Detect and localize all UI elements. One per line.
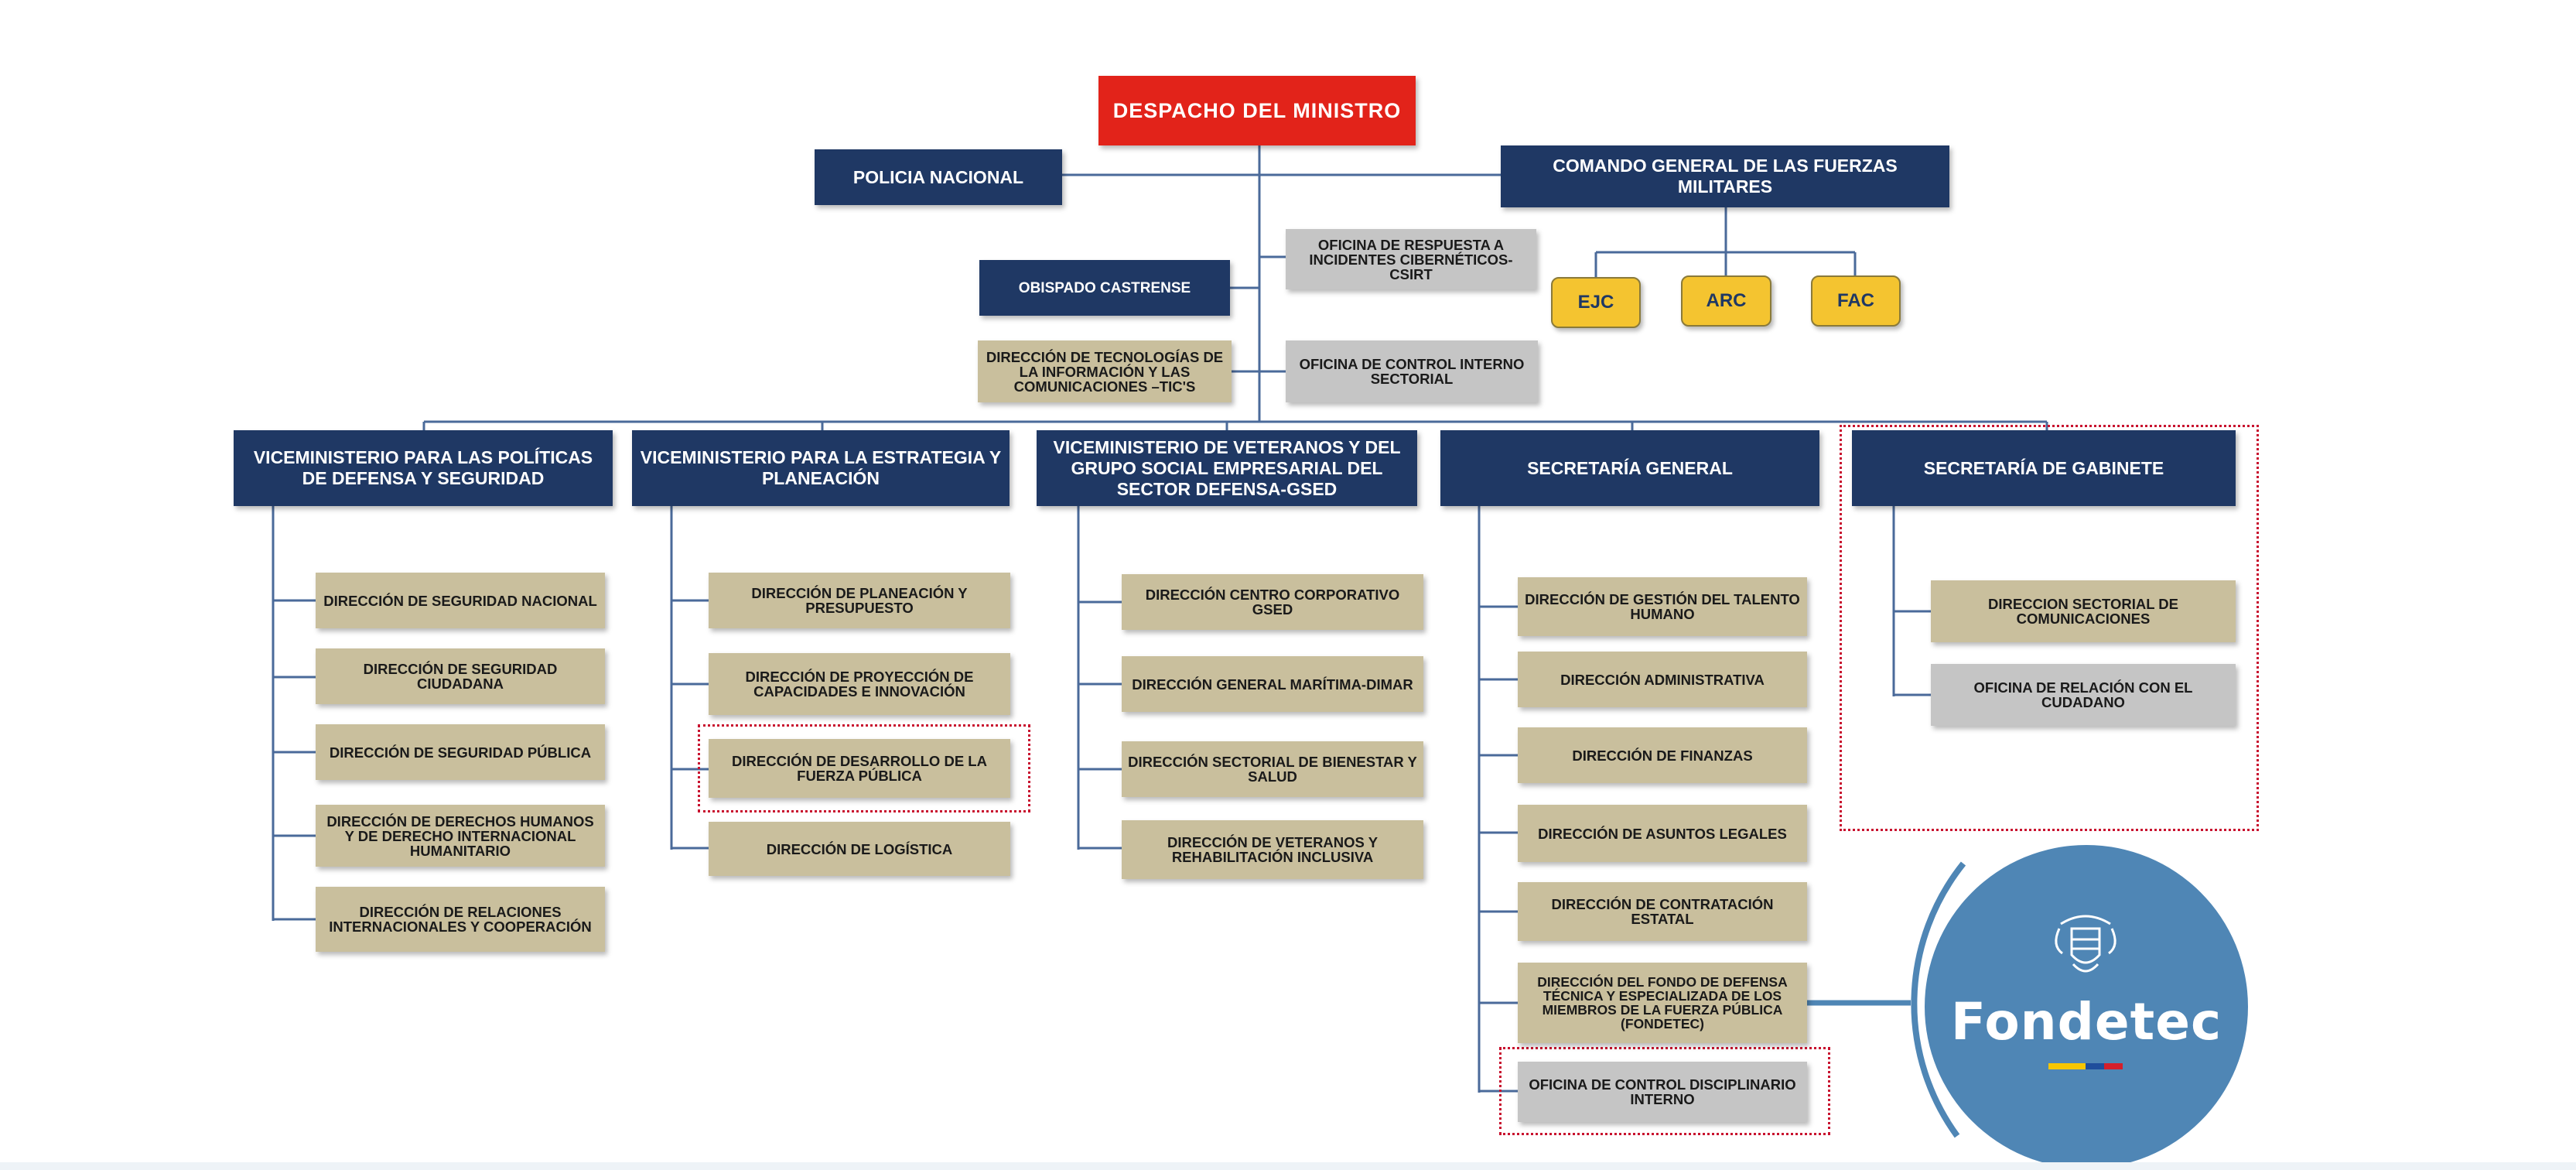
bottom-strip (0, 1162, 2576, 1170)
dir-contratacion-estatal: DIRECCIÓN DE CONTRATACIÓN ESTATAL (1518, 882, 1807, 941)
colombia-coat-of-arms-icon (2055, 915, 2116, 973)
arc-box: ARC (1681, 275, 1771, 327)
header-secretaria-general: SECRETARÍA GENERAL (1440, 430, 1819, 506)
dir-bienestar-salud: DIRECCIÓN SECTORIAL DE BIENESTAR Y SALUD (1122, 741, 1423, 797)
dir-finanzas: DIRECCIÓN DE FINANZAS (1518, 727, 1807, 783)
policia-nacional-box: POLICIA NACIONAL (815, 149, 1062, 205)
highlight-frame-desarrollo (698, 724, 1030, 812)
highlight-frame-gabinete (1840, 425, 2259, 831)
tics-box: DIRECCIÓN DE TECNOLOGÍAS DE LA INFORMACI… (978, 340, 1232, 402)
fondetec-logo-text: Fondetec (1950, 992, 2222, 1052)
dir-logistica: DIRECCIÓN DE LOGÍSTICA (709, 822, 1010, 876)
dir-fondetec: DIRECCIÓN DEL FONDO DE DEFENSA TÉCNICA Y… (1518, 963, 1807, 1043)
oficina-relacion-ciudadano: OFICINA DE RELACIÓN CON EL CUDADANO (1931, 664, 2236, 726)
dir-centro-corporativo: DIRECCIÓN CENTRO CORPORATIVO GSED (1122, 574, 1423, 630)
obispado-box: OBISPADO CASTRENSE (979, 260, 1230, 316)
header-secretaria-gabinete: SECRETARÍA DE GABINETE (1852, 430, 2236, 506)
dir-seguridad-publica: DIRECCIÓN DE SEGURIDAD PÚBLICA (316, 724, 605, 780)
dir-asuntos-legales: DIRECCIÓN DE ASUNTOS LEGALES (1518, 805, 1807, 862)
highlight-frame-disciplinario (1499, 1047, 1830, 1135)
dir-derechos-humanos: DIRECCIÓN DE DERECHOS HUMANOS Y DE DEREC… (316, 805, 605, 867)
csirt-box: OFICINA DE RESPUESTA A INCIDENTES CIBERN… (1286, 229, 1536, 289)
fondetec-logo (1925, 845, 2248, 1168)
dir-talento-humano: DIRECCIÓN DE GESTIÓN DEL TALENTO HUMANO (1518, 577, 1807, 636)
dir-sectorial-comunicaciones: DIRECCION SECTORIAL DE COMUNICACIONES (1931, 580, 2236, 642)
dir-relaciones-internacionales: DIRECCIÓN DE RELACIONES INTERNACIONALES … (316, 887, 605, 952)
header-viceministerio-estrategia: VICEMINISTERIO PARA LA ESTRATEGIA Y PLAN… (632, 430, 1010, 506)
header-viceministerio-veteranos: VICEMINISTERIO DE VETERANOS Y DEL GRUPO … (1037, 430, 1417, 506)
despacho-ministro-box: DESPACHO DEL MINISTRO (1098, 76, 1416, 145)
dir-seguridad-ciudadana: DIRECCIÓN DE SEGURIDAD CIUDADANA (316, 648, 605, 704)
dir-desarrollo-fuerza-publica: DIRECCIÓN DE DESARROLLO DE LA FUERZA PÚB… (709, 739, 1010, 798)
ejc-box: EJC (1551, 277, 1641, 328)
colombia-flag-bar (2048, 1063, 2123, 1069)
dir-veteranos-rehabilitacion: DIRECCIÓN DE VETERANOS Y REHABILITACIÓN … (1122, 820, 1423, 879)
dir-general-maritima: DIRECCIÓN GENERAL MARÍTIMA-DIMAR (1122, 656, 1423, 712)
dir-seguridad-nacional: DIRECCIÓN DE SEGURIDAD NACIONAL (316, 573, 605, 628)
fac-box: FAC (1811, 275, 1901, 327)
header-viceministerio-politicas: VICEMINISTERIO PARA LAS POLÍTICAS DE DEF… (234, 430, 613, 506)
comando-general-box: COMANDO GENERAL DE LAS FUERZAS MILITARES (1501, 145, 1949, 207)
dir-proyeccion-capacidades: DIRECCIÓN DE PROYECCIÓN DE CAPACIDADES E… (709, 653, 1010, 715)
control-interno-box: OFICINA DE CONTROL INTERNO SECTORIAL (1286, 340, 1538, 402)
dir-planeacion-presupuesto: DIRECCIÓN DE PLANEACIÓN Y PRESUPUESTO (709, 573, 1010, 628)
oficina-control-disciplinario: OFICINA DE CONTROL DISCIPLINARIO INTERNO (1518, 1062, 1807, 1122)
dir-administrativa: DIRECCIÓN ADMINISTRATIVA (1518, 652, 1807, 707)
